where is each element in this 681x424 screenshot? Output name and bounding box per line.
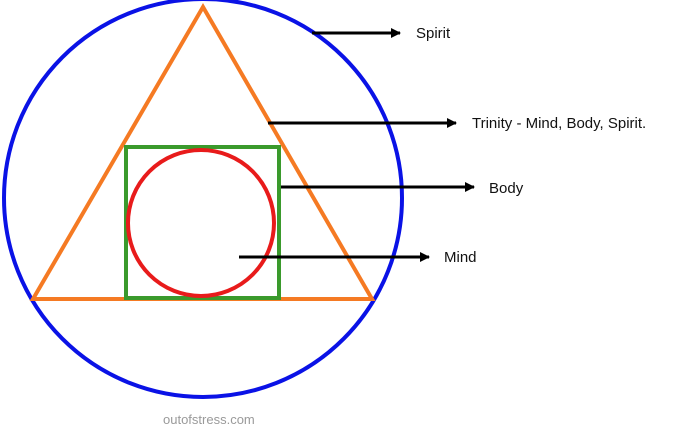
spirit-circle — [2, 0, 404, 399]
mind-label: Mind — [444, 249, 477, 266]
body-label: Body — [489, 180, 524, 197]
spirit-label: Spirit — [416, 25, 451, 42]
trinity-triangle — [29, 3, 376, 301]
mind-circle — [126, 148, 276, 298]
watermark-text: outofstress.com — [163, 412, 255, 424]
body-square — [124, 145, 281, 300]
trinity-label: Trinity - Mind, Body, Spirit. — [472, 115, 646, 132]
